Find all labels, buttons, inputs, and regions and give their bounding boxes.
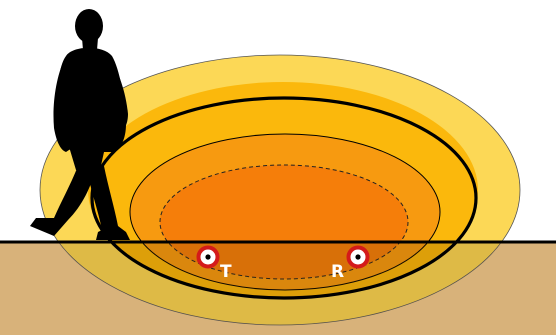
receiver-label: R — [331, 262, 344, 282]
transmitter-dot — [205, 254, 211, 260]
transmitter-label: T — [220, 262, 232, 282]
detection-boundary — [90, 96, 478, 300]
walking-person-silhouette-icon — [30, 9, 130, 240]
underground-shading — [58, 242, 502, 325]
receiver-marker: R — [331, 245, 370, 282]
core-detection-zone — [159, 164, 409, 280]
transmitter-marker: T — [196, 245, 232, 282]
receiver-dot — [355, 254, 361, 260]
